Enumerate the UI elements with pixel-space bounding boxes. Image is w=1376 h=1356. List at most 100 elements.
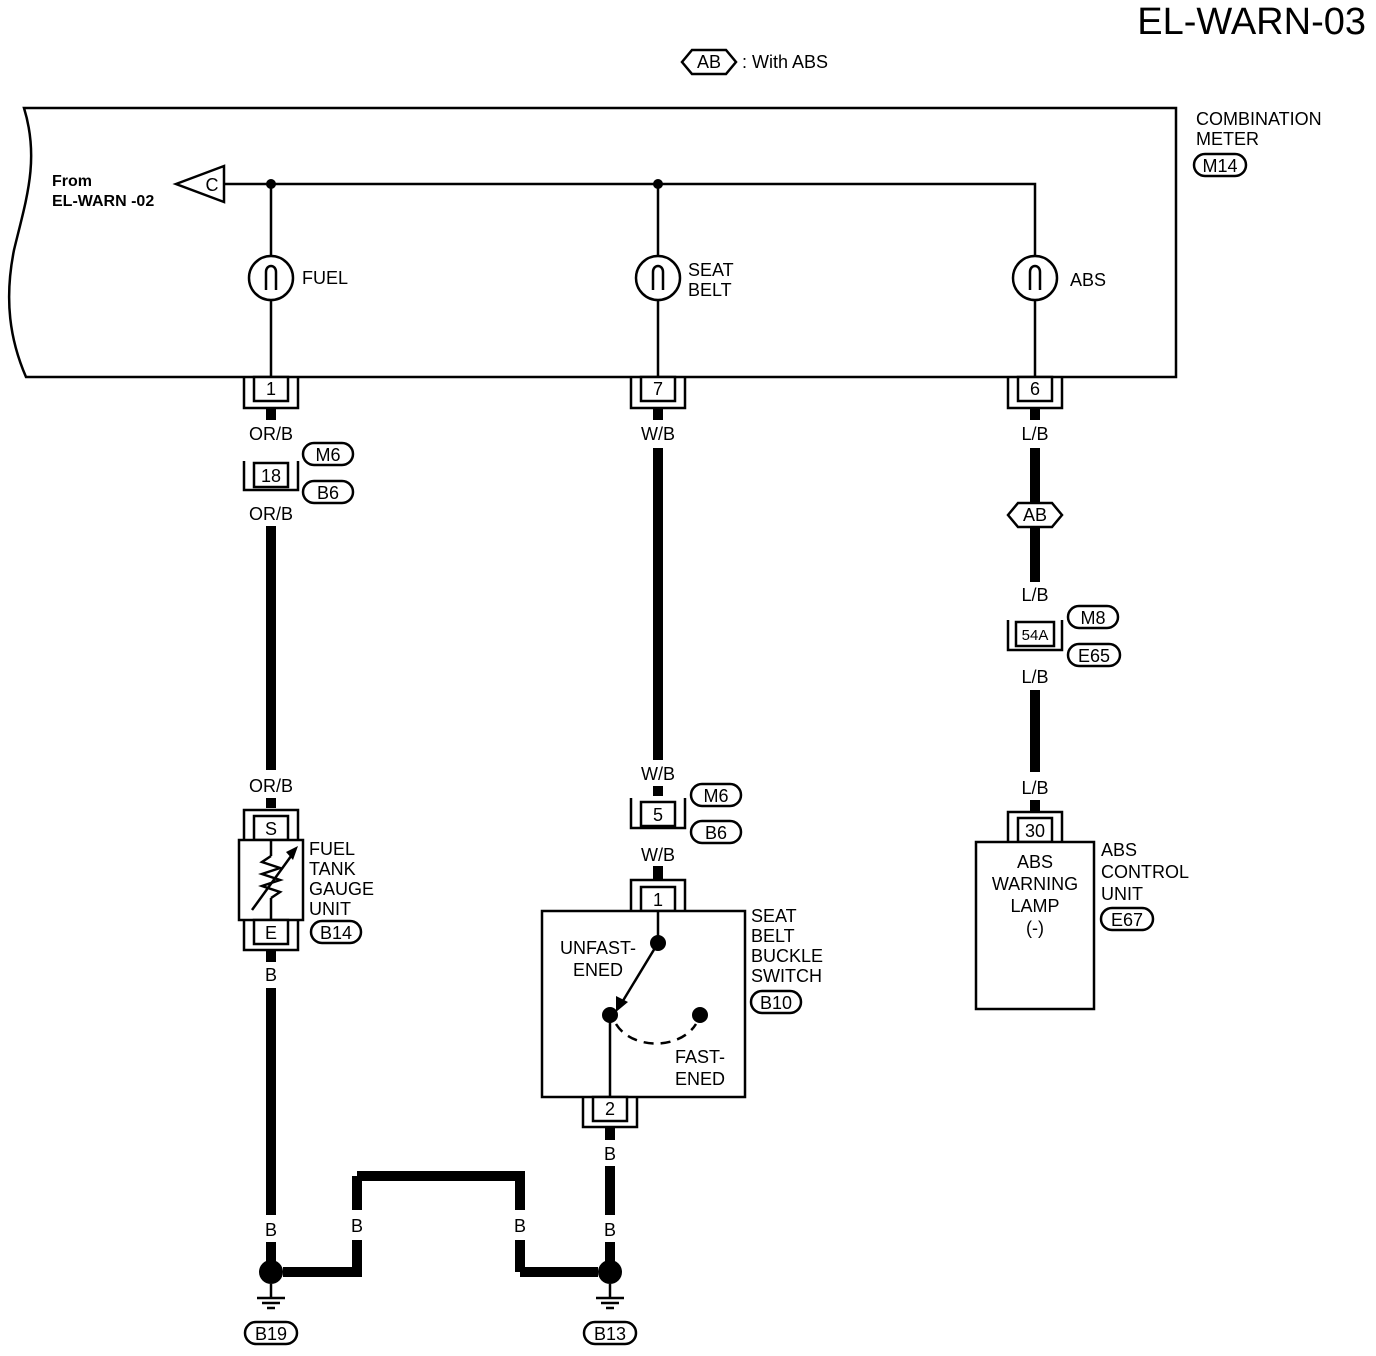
switch-blade <box>619 942 660 1005</box>
fuel-lamp: FUEL <box>247 254 348 302</box>
connector-pill-m14 <box>1192 152 1248 178</box>
variable-arrow-icon <box>250 851 296 911</box>
diagram-code-title: EL-WARN-03 <box>1137 1 1366 43</box>
joint-pin-54a: 54A <box>1022 627 1049 644</box>
switch-arrow-icon <box>616 996 628 1012</box>
unit-pin-30: 30 <box>1025 821 1045 841</box>
seat-belt-lamp-icon <box>634 254 682 302</box>
connector-pill-m6 <box>689 782 743 808</box>
state-fastened-1: FAST- <box>675 1047 725 1067</box>
gauge-label-3: GAUGE <box>309 879 374 899</box>
switch-pin-1: 1 <box>653 890 663 910</box>
svg-text:B14: B14 <box>320 923 352 943</box>
svg-text:B19: B19 <box>255 1324 287 1344</box>
fuel-wire-color-2: OR/B <box>249 504 293 524</box>
ground-pill-b19 <box>243 1320 299 1346</box>
abs-option-diamond-icon <box>1006 501 1064 529</box>
fuel-lamp-icon <box>247 254 295 302</box>
joint-connector-54a-box <box>1014 620 1056 648</box>
seat-belt-buckle-switch-box <box>540 909 747 1099</box>
abs-unit-label-1: ABS <box>1101 840 1137 860</box>
switch-pin-2: 2 <box>605 1099 615 1119</box>
abs-unit-inner-3: LAMP <box>1010 896 1059 916</box>
ground-wire-color-2: B <box>265 1220 277 1240</box>
from-label: From <box>52 173 92 190</box>
meter-pin-1: 1 <box>266 379 276 399</box>
fastened-path-dashed <box>614 1023 698 1045</box>
meter-pin-7-box <box>639 375 677 403</box>
meter-pin-7: 7 <box>653 379 663 399</box>
seatbelt-wire-color-1: W/B <box>641 424 675 444</box>
svg-text:M8: M8 <box>1080 608 1105 628</box>
seatbelt-wire-color-2: W/B <box>641 764 675 784</box>
svg-text:M6: M6 <box>703 786 728 806</box>
gauge-pin-s-box <box>252 814 290 842</box>
gauge-pin-e: E <box>265 923 277 943</box>
variable-resistor-icon <box>258 854 284 900</box>
fuel-lamp-label: FUEL <box>302 268 348 288</box>
seatbelt-ground-wire-1: B <box>604 1144 616 1164</box>
switch-label-1: SEAT <box>751 906 797 926</box>
connector-pill-e65 <box>1066 642 1122 668</box>
connector-pill-b10 <box>749 989 803 1015</box>
combination-meter-label-1: COMBINATION <box>1196 109 1322 129</box>
switch-label-2: BELT <box>751 926 795 946</box>
combination-meter-label-2: METER <box>1196 129 1259 149</box>
seat-belt-lamp: SEAT BELT <box>634 254 734 302</box>
abs-wire-color-2: L/B <box>1021 585 1048 605</box>
seatbelt-circuit: 7 W/B W/B 5 M6 B6 W/B 1 UNFAST- ENED FAS… <box>540 375 823 1346</box>
gauge-label-1: FUEL <box>309 839 355 859</box>
svg-text:B13: B13 <box>594 1324 626 1344</box>
gauge-pin-e-box <box>252 918 290 946</box>
meter-pin-6: 6 <box>1030 379 1040 399</box>
state-unfastened-2: ENED <box>573 960 623 980</box>
bridge-wire-color-2: B <box>514 1216 526 1236</box>
switch-label-3: BUCKLE <box>751 946 823 966</box>
svg-text:B10: B10 <box>760 993 792 1013</box>
seatbelt-ground-wire-2: B <box>604 1220 616 1240</box>
connector-pill-m8 <box>1066 604 1120 630</box>
svg-text:B6: B6 <box>705 823 727 843</box>
switch-contact-dot <box>692 1007 708 1023</box>
seat-belt-lamp-label-2: BELT <box>688 280 732 300</box>
ground-wire-color-1: B <box>265 965 277 985</box>
abs-circuit: 6 L/B AB L/B 54A M8 E65 L/B L/B 30 ABS W… <box>974 375 1189 1011</box>
abs-lamp: ABS <box>1011 254 1106 302</box>
abs-wire-color-3: L/B <box>1021 667 1048 687</box>
junction-c-label: C <box>206 175 219 195</box>
connector-pill-m6 <box>301 441 355 467</box>
abs-unit-label-2: CONTROL <box>1101 862 1189 882</box>
abs-unit-inner-2: WARNING <box>992 874 1078 894</box>
abs-unit-label-3: UNIT <box>1101 884 1143 904</box>
svg-text:AB: AB <box>697 52 721 72</box>
connector-pill-b6 <box>301 479 355 505</box>
ground-pill-b13 <box>582 1320 638 1346</box>
svg-text:M6: M6 <box>315 445 340 465</box>
meter-pin-1-box <box>252 375 290 403</box>
meter-pin-6-box <box>1016 375 1054 403</box>
seat-belt-lamp-label-1: SEAT <box>688 260 734 280</box>
joint-connector-18-box <box>252 461 290 489</box>
connector-m14-label: M14 <box>1202 156 1237 176</box>
svg-text:E67: E67 <box>1111 910 1143 930</box>
svg-text:B6: B6 <box>317 483 339 503</box>
from-page-label: EL-WARN -02 <box>52 193 154 210</box>
svg-text:E65: E65 <box>1078 646 1110 666</box>
fuel-wire-color-3: OR/B <box>249 776 293 796</box>
abs-option-diamond-icon <box>680 48 738 76</box>
abs-wire-color-1: L/B <box>1021 424 1048 444</box>
state-fastened-2: ENED <box>675 1069 725 1089</box>
joint-pin-5: 5 <box>653 805 663 825</box>
abs-unit-inner-1: ABS <box>1017 852 1053 872</box>
abs-lamp-icon <box>1011 254 1059 302</box>
joint-connector-5-box <box>639 800 677 828</box>
ground-splice-dot <box>598 1260 622 1284</box>
connector-pill-b6 <box>689 819 743 845</box>
bridge-wire-color-1: B <box>351 1216 363 1236</box>
abs-unit-inner-4: (-) <box>1026 918 1044 938</box>
combination-meter-outline <box>7 106 1178 379</box>
abs-option-symbol: AB <box>1023 505 1047 525</box>
abs-control-unit-box <box>974 840 1096 1011</box>
ground-bridge: B B <box>283 1171 598 1277</box>
